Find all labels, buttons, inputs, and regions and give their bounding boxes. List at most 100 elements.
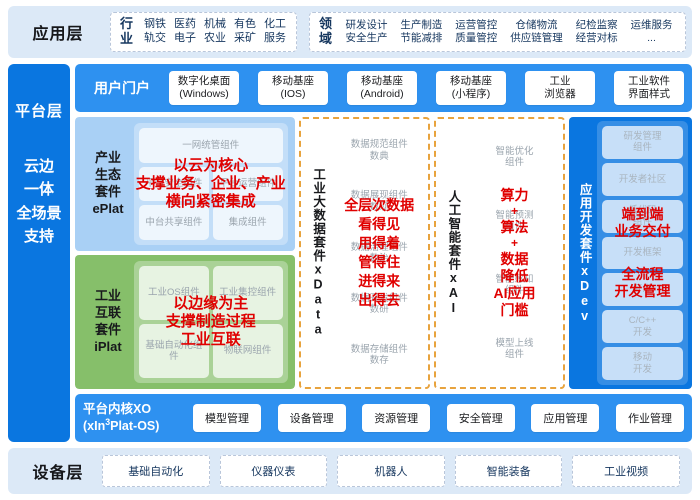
ghost-component: 模型上线组件 — [473, 319, 556, 379]
eplat-ghost-grid: 一网统管组件 平台安全组件 平台运营组件 中台共享组件 集成组件 — [139, 128, 283, 240]
label-line: ePlat — [92, 200, 124, 216]
platform-kernel-items: 模型管理 设备管理 资源管理 安全管理 应用管理 作业管理 — [187, 404, 684, 432]
kernel-chip-job-mgmt[interactable]: 作业管理 — [615, 404, 684, 432]
domain-col[interactable]: 运维服务 ... — [627, 19, 677, 45]
ghost-component: 智能感知组件 — [473, 255, 556, 315]
ghost-component: 数据存储组件数存 — [338, 331, 420, 379]
device-chip-smart-equipment[interactable]: 智能装备 — [454, 455, 563, 487]
platform-layer-subtitle: 云边 一体 全场景 支持 — [16, 155, 61, 248]
industry-col[interactable]: 医药 电子 — [170, 18, 200, 46]
ghost-component: 数据规范组件数典 — [338, 127, 420, 175]
industry-group: 行 业 钢铁 轨交 医药 电子 机械 农业 有色 采矿 — [110, 12, 298, 52]
suite-eplat-body: 一网统管组件 平台安全组件 平台运营组件 中台共享组件 集成组件 以云为核心 支… — [134, 123, 288, 245]
portal-chip-mobile-ios[interactable]: 移动基座 (IOS) — [258, 70, 328, 106]
kernel-chip-security-mgmt[interactable]: 安全管理 — [446, 404, 515, 432]
kernel-chip-model-mgmt[interactable]: 模型管理 — [193, 404, 261, 432]
device-chip-basic-automation[interactable]: 基础自动化 — [102, 455, 210, 487]
suite-xdev-label: 应用开发套件xDev — [577, 182, 592, 324]
chip-line1: 工业软件 — [628, 74, 670, 87]
ghost-component: 数据开发组件数研 — [338, 280, 420, 328]
industry-group-label: 行 业 — [117, 16, 140, 47]
chip-line1: 移动基座 — [361, 74, 403, 87]
industry-item: 轨交 — [144, 32, 167, 44]
industry-item: 钢铁 — [144, 18, 167, 31]
platform-subtitle-line: 一体 — [23, 181, 54, 199]
portal-chip-mobile-miniprogram[interactable]: 移动基座 (小程序) — [436, 70, 506, 106]
chip-line2: 浏览器 — [544, 88, 576, 100]
domain-item: ... — [647, 32, 656, 44]
kernel-chip-resource-mgmt[interactable]: 资源管理 — [362, 404, 431, 432]
suite-xdata[interactable]: 工业大数据套件xData 数据规范组件数典 数据展现组件数现 数据治理组件数治 … — [298, 117, 430, 389]
ghost-component: 基础自动化组件 — [139, 324, 209, 378]
industry-label-line2: 业 — [120, 31, 134, 46]
ghost-component: 研发管理组件 — [602, 126, 683, 159]
label-line: 套件 — [94, 184, 121, 199]
xdata-ghost-grid: 数据规范组件数典 数据展现组件数现 数据治理组件数治 数据开发组件数研 数据存储… — [338, 127, 420, 379]
application-layer-band: 应用层 行 业 钢铁 轨交 医药 电子 机械 农业 — [8, 6, 692, 58]
domain-label-line1: 领 — [319, 16, 333, 32]
application-layer-title: 应用层 — [32, 26, 84, 43]
chip-line2: 界面样式 — [628, 88, 670, 100]
platform-layer-title: 平台层 — [14, 103, 63, 120]
kernel-chip-app-mgmt[interactable]: 应用管理 — [531, 404, 600, 432]
suite-iplat[interactable]: 工业 互联 套件 iPlat 工业OS组件 工业集控组件 基础自动化组件 物联网… — [75, 255, 295, 389]
device-chip-instruments[interactable]: 仪器仪表 — [219, 455, 328, 487]
label-line: 产业 — [94, 150, 121, 166]
industry-item: 服务 — [264, 32, 287, 44]
platform-subtitle-line: 云边 — [23, 158, 54, 175]
ghost-component: 物联网组件 — [212, 324, 283, 378]
label-line: iPlat — [94, 338, 122, 354]
suite-xai[interactable]: 人工智能套件xAI 智能优化组件 智能预测组件 智能感知组件 模型上线组件 算力… — [433, 117, 566, 389]
ghost-component: 低代码组件 — [602, 199, 683, 233]
portal-chip-digital-desktop[interactable]: 数字化桌面 (Windows) — [169, 70, 239, 106]
platform-layer-sidebar: 平台层 云边 一体 全场景 支持 — [8, 64, 70, 442]
chip-line2: (Android) — [360, 88, 404, 100]
user-portal-label: 用户门户 — [94, 80, 150, 96]
suite-eplat-label: 产业 生态 套件 ePlat — [82, 150, 134, 218]
portal-chip-mobile-android[interactable]: 移动基座 (Android) — [347, 70, 417, 106]
portal-chip-industrial-browser[interactable]: 工业 浏览器 — [525, 70, 595, 106]
industry-col[interactable]: 有色 采矿 — [230, 18, 260, 46]
domain-group-label: 领 域 — [316, 16, 339, 47]
domain-item: 运营管控 — [455, 18, 498, 31]
device-chip-industrial-video[interactable]: 工业视频 — [572, 455, 680, 487]
chip-line2: (Windows) — [179, 88, 229, 100]
suite-iplat-label: 工业 互联 套件 iPlat — [82, 288, 134, 356]
industry-col[interactable]: 钢铁 轨交 — [140, 18, 170, 46]
suite-xdev[interactable]: 应用开发套件xDev 研发管理组件 开发者社区 低代码组件 开发框架 开发 C/… — [569, 117, 692, 389]
device-chip-robots[interactable]: 机器人 — [337, 455, 445, 487]
industry-col[interactable]: 化工 服务 — [260, 18, 290, 46]
ghost-component: 中台共享组件 — [139, 205, 209, 240]
domain-col[interactable]: 研发设计 安全生产 — [341, 19, 391, 45]
ghost-component: 智能优化组件 — [473, 127, 556, 187]
domain-col[interactable]: 生产制造 节能减排 — [396, 19, 446, 45]
platform-kernel-row: 平台内核XO (xIn3Plat-OS) 模型管理 设备管理 资源管理 安全管理… — [75, 394, 692, 442]
industry-item: 电子 — [174, 32, 197, 44]
ghost-component: 平台安全组件 — [139, 166, 209, 202]
chip-line1: 移动基座 — [450, 74, 492, 87]
domain-col[interactable]: 纪检监察 经营对标 — [572, 19, 622, 45]
label-line: 互联 — [94, 305, 121, 321]
platform-main: 用户门户 数字化桌面 (Windows) 移动基座 (IOS) 移动基座 (An… — [75, 64, 692, 442]
domain-col[interactable]: 运营管控 质量管控 — [451, 19, 501, 45]
industry-item: 采矿 — [234, 32, 257, 44]
ghost-component: 工业集控组件 — [212, 266, 283, 320]
ghost-component: 开发 — [602, 273, 683, 307]
kernel-label-line2: (xIn3Plat-OS) — [83, 417, 160, 434]
suite-xai-label: 人工智能套件xAI — [446, 190, 461, 316]
platform-layer: 平台层 云边 一体 全场景 支持 用户门户 数字化桌面 (Windows) 移动… — [8, 64, 692, 442]
ghost-component: C/C++开发 — [602, 310, 683, 344]
platform-subtitle-line: 全场景 — [16, 204, 62, 222]
domain-label-line2: 域 — [319, 31, 333, 46]
ghost-component: 平台运营组件 — [212, 166, 283, 202]
suite-eplat[interactable]: 产业 生态 套件 ePlat 一网统管组件 平台安全组件 平台运营组件 中台共享… — [75, 117, 295, 251]
industry-col[interactable]: 机械 农业 — [200, 18, 230, 46]
xai-ghost-grid: 智能优化组件 智能预测组件 智能感知组件 模型上线组件 — [473, 127, 556, 379]
domain-item: 生产制造 — [400, 18, 443, 31]
domain-col[interactable]: 仓储物流 供应链管理 — [506, 19, 567, 45]
portal-chip-ui-style[interactable]: 工业软件 界面样式 — [614, 70, 684, 106]
device-layer-items: 基础自动化 仪器仪表 机器人 智能装备 工业视频 — [102, 455, 686, 487]
suite-xai-body: 智能优化组件 智能预测组件 智能感知组件 模型上线组件 算力 + 算法 + 数据… — [468, 122, 561, 384]
kernel-chip-device-mgmt[interactable]: 设备管理 — [277, 404, 346, 432]
ghost-component: 集成组件 — [212, 205, 283, 240]
